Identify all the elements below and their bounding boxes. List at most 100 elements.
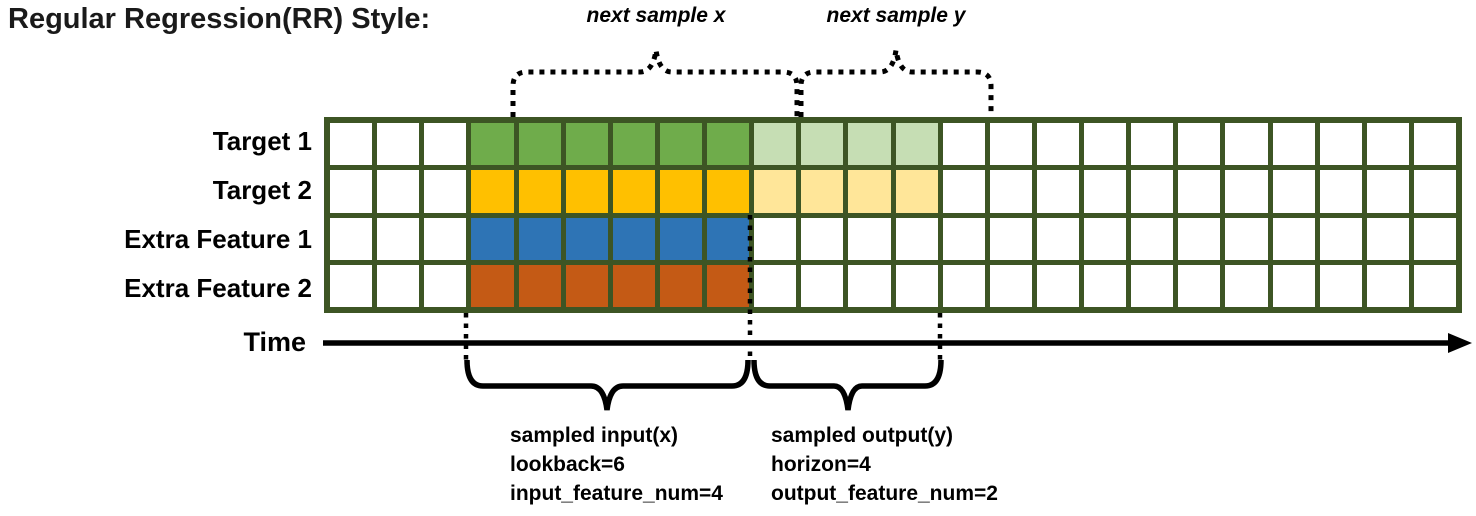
grid-cell bbox=[848, 123, 891, 166]
grid-cell bbox=[1178, 264, 1221, 307]
grid-cell bbox=[377, 170, 420, 213]
page-title: Regular Regression(RR) Style: bbox=[8, 3, 431, 35]
grid-cell bbox=[1036, 123, 1079, 166]
grid-cell bbox=[471, 264, 514, 307]
sampled-input-feature-num: input_feature_num=4 bbox=[510, 482, 723, 505]
sampled-input-lookback: lookback=6 bbox=[510, 453, 625, 476]
grid-cell bbox=[518, 217, 561, 260]
grid-cell bbox=[801, 123, 844, 166]
grid-cell bbox=[612, 264, 655, 307]
grid-cell bbox=[330, 264, 373, 307]
grid-cell bbox=[801, 170, 844, 213]
grid-cell bbox=[989, 217, 1032, 260]
sampled-output-title: sampled output(y) bbox=[771, 424, 953, 447]
grid-cell bbox=[1225, 217, 1268, 260]
grid-cell bbox=[1319, 123, 1362, 166]
grid-cell bbox=[424, 264, 467, 307]
grid-cell bbox=[1413, 264, 1456, 307]
grid-cell bbox=[659, 170, 702, 213]
sampled-output-feature-num: output_feature_num=2 bbox=[771, 482, 998, 505]
grid-cell bbox=[707, 123, 750, 166]
grid-cell bbox=[707, 170, 750, 213]
grid-cell bbox=[1225, 123, 1268, 166]
next-sample-x-brace bbox=[510, 49, 800, 117]
grid-cell bbox=[1131, 217, 1174, 260]
grid-cell bbox=[1178, 217, 1221, 260]
grid-cell bbox=[1272, 264, 1315, 307]
grid-cell bbox=[471, 217, 514, 260]
grid-cell bbox=[1178, 170, 1221, 213]
grid-cell bbox=[565, 264, 608, 307]
grid-cell bbox=[942, 170, 985, 213]
grid-cell bbox=[1131, 170, 1174, 213]
grid-cell bbox=[612, 123, 655, 166]
grid-cell bbox=[424, 170, 467, 213]
grid-cell bbox=[895, 217, 938, 260]
grid-cell bbox=[424, 217, 467, 260]
grid-cell bbox=[1131, 264, 1174, 307]
next-sample-y-brace bbox=[798, 49, 994, 117]
grid-cell bbox=[377, 123, 420, 166]
grid-cell bbox=[754, 170, 797, 213]
grid-cell bbox=[1036, 217, 1079, 260]
grid-cell bbox=[377, 217, 420, 260]
grid-cell bbox=[1413, 217, 1456, 260]
grid-cell bbox=[1225, 170, 1268, 213]
grid-cell bbox=[1084, 170, 1127, 213]
grid-cell bbox=[659, 264, 702, 307]
time-axis-label: Time bbox=[243, 327, 306, 357]
grid-cell bbox=[659, 217, 702, 260]
grid-cell bbox=[801, 264, 844, 307]
grid-cell bbox=[942, 123, 985, 166]
grid-cell bbox=[565, 123, 608, 166]
grid-cell bbox=[989, 264, 1032, 307]
grid-cell bbox=[1084, 264, 1127, 307]
grid-cell bbox=[1272, 123, 1315, 166]
grid-cell bbox=[612, 217, 655, 260]
sampled-output-horizon: horizon=4 bbox=[771, 453, 871, 476]
grid-cell bbox=[1413, 123, 1456, 166]
grid-cell bbox=[330, 123, 373, 166]
grid-cell bbox=[848, 217, 891, 260]
grid-cell bbox=[1319, 217, 1362, 260]
grid-cell bbox=[754, 123, 797, 166]
grid-cell bbox=[612, 170, 655, 213]
sampled-output-caption: sampled output(y) horizon=4 output_featu… bbox=[771, 421, 998, 508]
grid-cell bbox=[1366, 217, 1409, 260]
grid-cell bbox=[471, 170, 514, 213]
grid-cell bbox=[989, 170, 1032, 213]
grid-cell bbox=[1084, 123, 1127, 166]
sampled-input-caption: sampled input(x) lookback=6 input_featur… bbox=[510, 421, 723, 508]
grid-cell bbox=[848, 264, 891, 307]
sample-grid bbox=[324, 117, 1462, 313]
grid-cell bbox=[330, 217, 373, 260]
row-label-target-1: Target 1 bbox=[212, 126, 312, 156]
grid-cell bbox=[801, 217, 844, 260]
sampled-input-brace bbox=[464, 359, 751, 411]
grid-cell bbox=[565, 217, 608, 260]
grid-cell bbox=[989, 123, 1032, 166]
next-sample-x-label: next sample x bbox=[586, 4, 726, 27]
grid-cell bbox=[518, 123, 561, 166]
grid-cell bbox=[1319, 170, 1362, 213]
grid-cell bbox=[707, 217, 750, 260]
grid-cell bbox=[1272, 217, 1315, 260]
grid-cell bbox=[1036, 170, 1079, 213]
grid-cell bbox=[1178, 123, 1221, 166]
row-label-target-2: Target 2 bbox=[212, 175, 312, 205]
grid-cell bbox=[1319, 264, 1362, 307]
grid-cell bbox=[518, 170, 561, 213]
grid-cell bbox=[848, 170, 891, 213]
grid-cell bbox=[565, 170, 608, 213]
grid-cell bbox=[895, 170, 938, 213]
grid-cell bbox=[1413, 170, 1456, 213]
grid-cell bbox=[754, 264, 797, 307]
grid-cell bbox=[1366, 264, 1409, 307]
grid-cell bbox=[754, 217, 797, 260]
sampled-input-title: sampled input(x) bbox=[510, 424, 679, 447]
grid-cell bbox=[1225, 264, 1268, 307]
next-sample-y-label: next sample y bbox=[826, 4, 966, 27]
grid-cell bbox=[424, 123, 467, 166]
grid-cell bbox=[518, 264, 561, 307]
